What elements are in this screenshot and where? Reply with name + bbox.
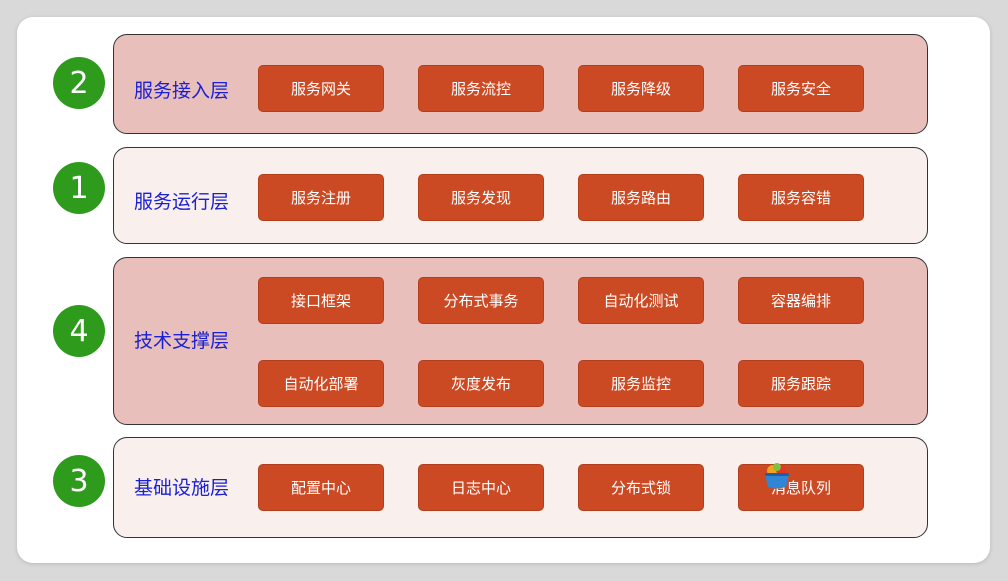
layer-item: 服务降级 [578, 65, 704, 112]
layer-title: 技术支撑层 [134, 330, 230, 352]
layer-item: 接口框架 [258, 277, 384, 324]
layer-item: 服务路由 [578, 174, 704, 221]
layer-item: 服务注册 [258, 174, 384, 221]
layer-item: 服务容错 [738, 174, 864, 221]
layer-item: 分布式锁 [578, 464, 704, 511]
layer-item: 服务监控 [578, 360, 704, 407]
layer-item: 消息队列 [738, 464, 864, 511]
layer-title: 服务接入层 [134, 80, 230, 102]
layer-item: 自动化测试 [578, 277, 704, 324]
layer-item: 日志中心 [418, 464, 544, 511]
layer-item: 服务流控 [418, 65, 544, 112]
layer-title: 基础设施层 [134, 477, 230, 499]
layer-item: 服务发现 [418, 174, 544, 221]
layer-item: 自动化部署 [258, 360, 384, 407]
layer-item: 分布式事务 [418, 277, 544, 324]
layer-item: 灰度发布 [418, 360, 544, 407]
layer-item: 服务安全 [738, 65, 864, 112]
layer-number-badge: 4 [53, 305, 105, 357]
layer-item: 服务跟踪 [738, 360, 864, 407]
layer-item: 配置中心 [258, 464, 384, 511]
layer-item: 服务网关 [258, 65, 384, 112]
layer-item: 容器编排 [738, 277, 864, 324]
layer-title: 服务运行层 [134, 191, 230, 213]
layer-number-badge: 2 [53, 57, 105, 109]
fruit-icon [765, 463, 789, 489]
layer-number-badge: 1 [53, 162, 105, 214]
layer-number-badge: 3 [53, 455, 105, 507]
